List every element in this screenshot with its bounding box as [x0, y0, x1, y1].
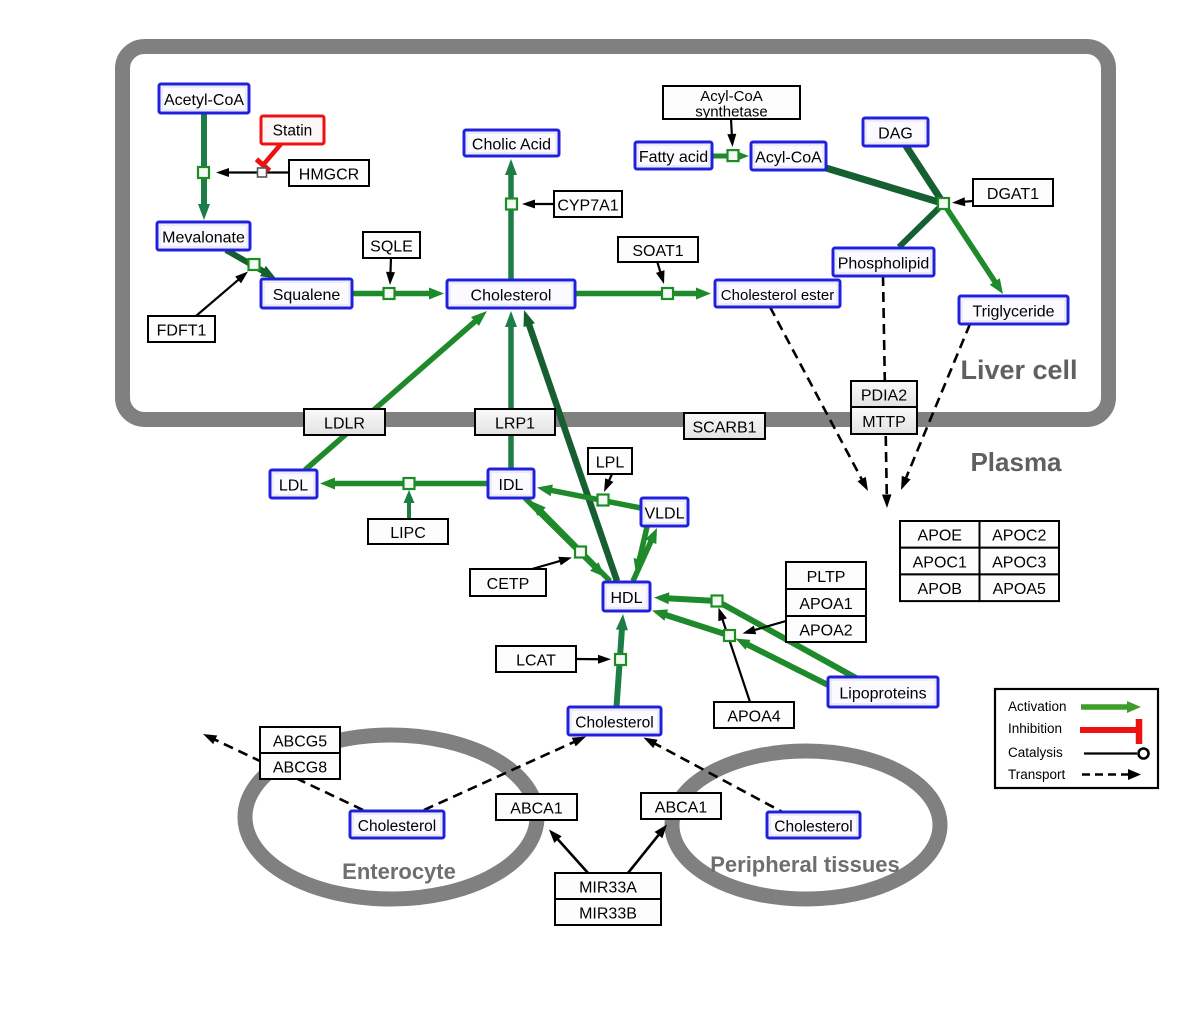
- svg-text:HMGCR: HMGCR: [299, 166, 359, 183]
- svg-text:LCAT: LCAT: [516, 652, 556, 669]
- svg-text:SOAT1: SOAT1: [632, 243, 683, 260]
- svg-text:ABCA1: ABCA1: [655, 799, 708, 816]
- svg-text:LPL: LPL: [596, 454, 625, 471]
- svg-text:Cholesterol: Cholesterol: [471, 287, 552, 304]
- svg-text:DGAT1: DGAT1: [987, 186, 1039, 203]
- svg-text:Transport: Transport: [1008, 767, 1066, 782]
- svg-text:MIR33A: MIR33A: [579, 879, 637, 896]
- svg-text:APOA5: APOA5: [993, 581, 1046, 598]
- svg-text:Inhibition: Inhibition: [1008, 721, 1062, 736]
- svg-text:APOE: APOE: [918, 528, 962, 545]
- svg-text:IDL: IDL: [499, 477, 524, 494]
- svg-text:VLDL: VLDL: [644, 505, 684, 522]
- svg-text:APOC1: APOC1: [913, 554, 967, 571]
- svg-text:Acyl-CoA: Acyl-CoA: [700, 88, 763, 105]
- svg-text:CYP7A1: CYP7A1: [557, 197, 618, 214]
- svg-text:PLTP: PLTP: [807, 569, 846, 586]
- svg-text:Activation: Activation: [1008, 699, 1067, 714]
- svg-text:Catalysis: Catalysis: [1008, 745, 1063, 760]
- svg-text:Acyl-CoA: Acyl-CoA: [755, 149, 822, 166]
- svg-text:LDLR: LDLR: [324, 415, 365, 432]
- svg-text:APOA1: APOA1: [799, 596, 852, 613]
- svg-text:FDFT1: FDFT1: [157, 322, 207, 339]
- svg-text:ABCA1: ABCA1: [510, 800, 563, 817]
- svg-text:Cholesterol: Cholesterol: [575, 714, 653, 731]
- svg-text:Enterocyte: Enterocyte: [342, 859, 456, 884]
- svg-text:Acetyl-CoA: Acetyl-CoA: [164, 92, 244, 109]
- svg-text:synthetase: synthetase: [695, 103, 768, 120]
- svg-text:Plasma: Plasma: [970, 447, 1062, 477]
- svg-text:LRP1: LRP1: [495, 415, 535, 432]
- svg-text:SQLE: SQLE: [370, 238, 413, 255]
- svg-text:MTTP: MTTP: [862, 414, 906, 431]
- svg-text:Fatty acid: Fatty acid: [639, 149, 708, 166]
- svg-text:APOB: APOB: [918, 581, 962, 598]
- svg-text:Squalene: Squalene: [273, 287, 341, 304]
- svg-text:Liver cell: Liver cell: [960, 355, 1077, 385]
- svg-text:Cholic Acid: Cholic Acid: [472, 136, 551, 153]
- svg-text:PDIA2: PDIA2: [861, 387, 907, 404]
- svg-text:Phospholipid: Phospholipid: [838, 255, 930, 272]
- svg-text:Cholesterol ester: Cholesterol ester: [721, 287, 834, 304]
- svg-text:Peripheral tissues: Peripheral tissues: [710, 852, 900, 877]
- svg-text:ABCG5: ABCG5: [273, 733, 327, 750]
- svg-text:APOC2: APOC2: [992, 528, 1046, 545]
- svg-text:Lipoproteins: Lipoproteins: [839, 685, 926, 702]
- svg-text:ABCG8: ABCG8: [273, 759, 327, 776]
- svg-text:SCARB1: SCARB1: [692, 419, 756, 436]
- svg-text:CETP: CETP: [487, 576, 530, 593]
- svg-text:LIPC: LIPC: [390, 525, 426, 542]
- svg-text:Statin: Statin: [273, 123, 313, 140]
- svg-text:MIR33B: MIR33B: [579, 905, 637, 922]
- svg-text:Mevalonate: Mevalonate: [162, 229, 245, 246]
- svg-text:DAG: DAG: [878, 125, 913, 142]
- svg-text:Cholesterol: Cholesterol: [774, 818, 852, 835]
- svg-text:APOA4: APOA4: [727, 708, 780, 725]
- svg-text:APOC3: APOC3: [992, 554, 1046, 571]
- svg-text:LDL: LDL: [279, 477, 308, 494]
- svg-text:HDL: HDL: [610, 590, 642, 607]
- svg-text:Cholesterol: Cholesterol: [358, 818, 436, 835]
- svg-text:APOA2: APOA2: [799, 622, 852, 639]
- svg-text:Triglyceride: Triglyceride: [972, 303, 1054, 320]
